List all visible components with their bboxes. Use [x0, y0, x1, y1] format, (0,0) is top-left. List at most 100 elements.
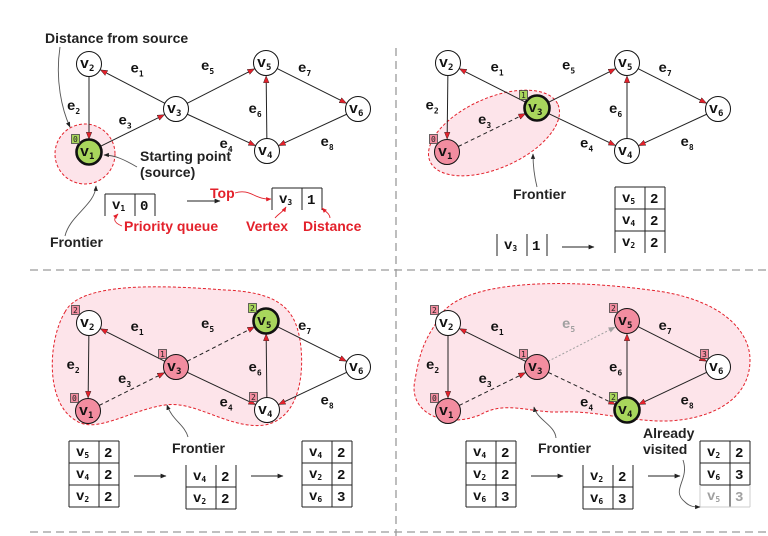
edge-label-e6: e6: [249, 102, 262, 119]
queue-row: v3 1: [496, 234, 548, 256]
edge-label-e5: e5: [562, 59, 575, 76]
edge-e8: [279, 113, 347, 145]
queue-vertex: v2: [590, 469, 603, 485]
queue-vertex: v6: [309, 489, 322, 505]
svg-text:2: 2: [432, 306, 437, 315]
queue-distance: 2: [104, 446, 112, 462]
annotation-already: Already: [643, 425, 695, 441]
vertex-v4: v4: [614, 138, 640, 164]
queue-distance: 2: [501, 446, 509, 462]
edge-e6: [266, 334, 267, 398]
edge-e3: [99, 115, 164, 147]
edge-e1: [101, 70, 166, 104]
queue-vertex: v6: [707, 467, 720, 483]
vertex-v6: v6: [345, 354, 371, 380]
queue-distance: 2: [337, 446, 345, 462]
distance-badge-v2: 2: [430, 305, 439, 315]
edge-label-e2: e2: [426, 99, 439, 116]
distance-badge-v3: 1: [519, 349, 528, 359]
distance-badge-v4: 2: [249, 392, 258, 402]
pointer-frontier-step1: [64, 185, 98, 237]
queue-vertex: v2: [309, 467, 322, 483]
vertex-v6: v6: [705, 354, 731, 380]
edge-e6: [266, 76, 267, 139]
queue-distance: 2: [650, 236, 658, 252]
queue-distance: 2: [618, 470, 626, 486]
queue-distance: 2: [104, 490, 112, 506]
edge-e2: [88, 335, 89, 397]
annotation-priority-queue: Priority queue: [124, 218, 218, 234]
queue-vertex: v3: [504, 238, 517, 254]
frontier-region-step2: [427, 89, 561, 177]
edge-label-e8: e8: [321, 135, 334, 152]
queue-distance: 0: [140, 199, 148, 215]
vertex-v3: v3: [524, 354, 550, 380]
queue-distance: 2: [221, 470, 229, 486]
svg-text:0: 0: [72, 394, 77, 403]
edge-e2: [447, 75, 448, 138]
edge-e8: [639, 371, 707, 404]
annotation-frontier-step3: Frontier: [172, 440, 225, 456]
queue-row: v3 1: [271, 187, 323, 210]
vertex-v4: v4: [613, 396, 641, 424]
distance-badge-v1: 0: [71, 134, 80, 144]
queue-vertex: v5: [622, 191, 635, 207]
edge-e5: [186, 327, 254, 362]
edge-e4: [548, 371, 615, 404]
svg-text:3: 3: [702, 350, 707, 359]
queue-distance: 2: [735, 446, 743, 462]
queue-distance: 2: [650, 214, 658, 230]
edge-e3: [458, 373, 525, 406]
edge-e4: [548, 112, 615, 145]
edge-label-e7: e7: [659, 61, 672, 78]
queue-vertex: v3: [279, 192, 292, 208]
vertex-v1: v1: [434, 139, 460, 165]
distance-badge-v4: 2: [609, 392, 618, 402]
queue-vertex: v5: [76, 445, 89, 461]
edge-e4: [187, 113, 254, 145]
vertex-v4: v4: [254, 397, 280, 423]
distance-badge-v5: 2: [248, 303, 257, 313]
svg-text:0: 0: [431, 135, 436, 144]
svg-text:2: 2: [611, 393, 616, 402]
edge-label-e4: e4: [580, 137, 593, 154]
pointer-top: [234, 191, 272, 202]
queue-distance: 1: [532, 239, 540, 255]
queue-vertex: v6: [473, 489, 486, 505]
annotation-vertex: Vertex: [246, 218, 288, 234]
queue-vertex: v2: [473, 467, 486, 483]
queue-distance: 3: [735, 490, 743, 506]
queue-distance: 3: [735, 468, 743, 484]
queue-distance: 1: [307, 193, 315, 209]
annotation-frontier-step1: Frontier: [50, 234, 103, 250]
annotation-source: (source): [140, 164, 195, 180]
edge-label-e3: e3: [119, 114, 132, 131]
vertex-v6: v6: [345, 96, 371, 122]
edge-e7: [637, 326, 706, 361]
queue-distance: 2: [221, 492, 229, 508]
vertex-v3: v3: [163, 96, 189, 122]
edge-label-e2: e2: [67, 99, 80, 116]
edge-label-e1: e1: [491, 61, 504, 78]
edge-label-e7: e7: [298, 61, 311, 78]
edge-e5: [186, 69, 254, 104]
vertex-v1: v1: [75, 398, 101, 424]
queue-vertex: v4: [622, 213, 635, 229]
annotation-starting-point: Starting point: [140, 148, 231, 164]
edge-e1: [460, 329, 527, 362]
